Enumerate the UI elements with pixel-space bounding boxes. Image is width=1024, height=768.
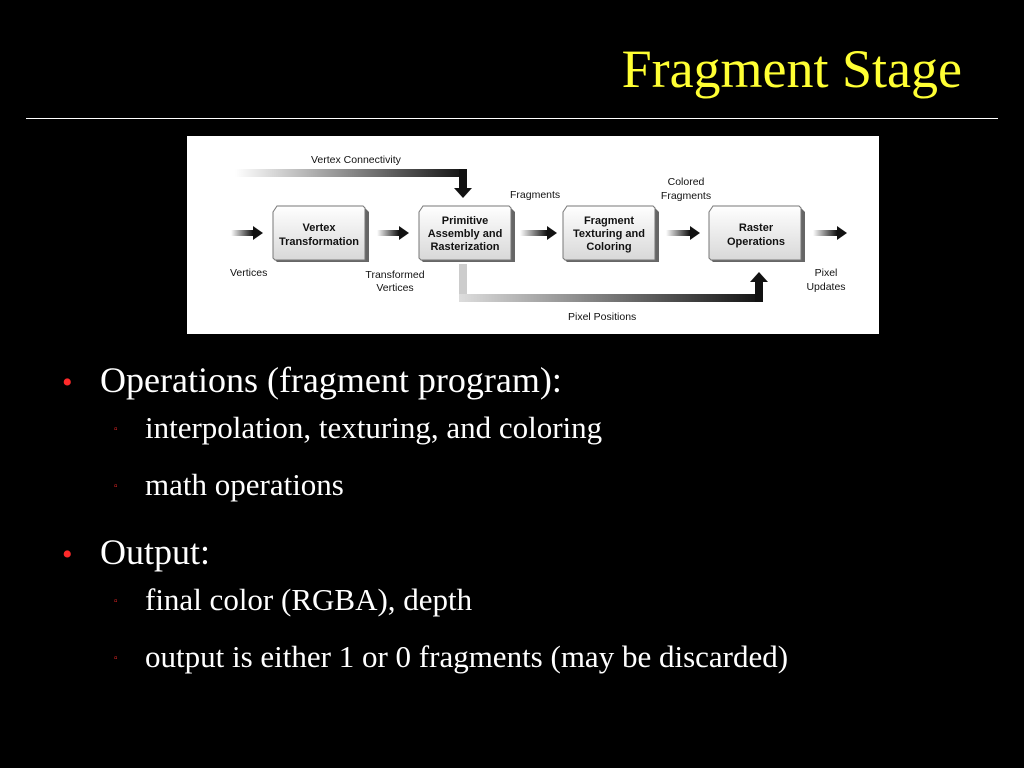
arrow-colored-fragments — [666, 226, 700, 240]
top-flow-arrowhead — [454, 188, 472, 198]
stage-box-label: Primitive — [442, 215, 488, 227]
bottom-flow-arrowhead — [750, 272, 768, 282]
stage-box-vertex-transformation: Vertex Transformation — [272, 205, 369, 262]
top-flow-bar — [235, 169, 467, 177]
transformed-vertices-label-line1: Transformed — [365, 269, 424, 281]
colored-fragments-label-line1: Colored — [668, 176, 705, 188]
bullet-dot-icon: • — [62, 538, 73, 571]
stage-box-label: Rasterization — [430, 241, 499, 253]
stage-box-label: Operations — [727, 236, 785, 248]
stage-box-label: Coloring — [586, 241, 631, 253]
hollow-square-icon: ▫ — [114, 653, 118, 664]
top-flow-down — [459, 169, 467, 189]
sub-bullet-text: interpolation, texturing, and coloring — [145, 410, 603, 445]
hollow-square-icon: ▫ — [114, 481, 118, 492]
pixel-updates-label-line2: Updates — [806, 281, 845, 293]
bottom-flow-up-start — [459, 264, 467, 294]
vertex-connectivity-flow: Vertex Connectivity — [235, 154, 472, 198]
transformed-vertices-label-line2: Vertices — [376, 282, 413, 294]
bullet-text: Output: — [100, 532, 211, 572]
sub-bullet-text: final color (RGBA), depth — [145, 582, 473, 617]
bullet-item: • Output: — [62, 534, 1002, 584]
fragments-label: Fragments — [510, 189, 560, 201]
sub-bullet-text: output is either 1 or 0 fragments (may b… — [145, 639, 789, 674]
stage-box-label: Assembly and — [428, 228, 503, 240]
stage-box-label: Texturing and — [573, 228, 645, 240]
stage-box-fragment-texturing: Fragment Texturing and Coloring — [562, 205, 659, 262]
vertex-connectivity-label: Vertex Connectivity — [311, 154, 402, 166]
colored-fragments-label-line2: Fragments — [661, 190, 711, 202]
pipeline-diagram-svg: Vertex Connectivity Pixel Positions — [230, 154, 847, 323]
hollow-square-icon: ▫ — [114, 596, 118, 607]
sub-bullet-item: ▫ interpolation, texturing, and coloring — [62, 412, 1002, 469]
stage-box-label: Fragment — [584, 215, 634, 227]
bottom-flow-up-end — [755, 281, 763, 302]
stage-box-raster-operations: Raster Operations — [708, 205, 805, 262]
stage-box-label: Transformation — [279, 236, 359, 248]
pixel-positions-label: Pixel Positions — [568, 311, 636, 323]
bullet-dot-icon: • — [62, 366, 73, 399]
stage-box-label: Raster — [739, 222, 774, 234]
sub-bullet-item: ▫ output is either 1 or 0 fragments (may… — [62, 641, 1002, 698]
slide-title: Fragment Stage — [621, 39, 962, 99]
arrow-pixel-updates — [813, 226, 847, 240]
arrow-fragments — [520, 226, 557, 240]
bullet-list: • Operations (fragment program): ▫ inter… — [62, 362, 1002, 698]
bullet-text: Operations (fragment program): — [100, 360, 562, 400]
vertices-label: Vertices — [230, 267, 267, 279]
sub-bullet-item: ▫ math operations — [62, 469, 1002, 526]
stage-box-primitive-assembly: Primitive Assembly and Rasterization — [418, 205, 515, 262]
sub-bullet-text: math operations — [145, 467, 344, 502]
pixel-updates-label-line1: Pixel — [815, 267, 838, 279]
hollow-square-icon: ▫ — [114, 424, 118, 435]
pipeline-diagram: Vertex Connectivity Pixel Positions — [187, 136, 879, 334]
stage-box-label: Vertex — [302, 222, 336, 234]
arrow-vertices — [231, 226, 263, 240]
bullet-item: • Operations (fragment program): — [62, 362, 1002, 412]
bottom-flow-bar — [459, 294, 763, 302]
stage-arrows — [231, 226, 847, 240]
title-divider — [26, 118, 998, 119]
arrow-transformed-vertices — [377, 226, 409, 240]
sub-bullet-item: ▫ final color (RGBA), depth — [62, 584, 1002, 641]
pixel-positions-flow: Pixel Positions — [459, 264, 768, 323]
